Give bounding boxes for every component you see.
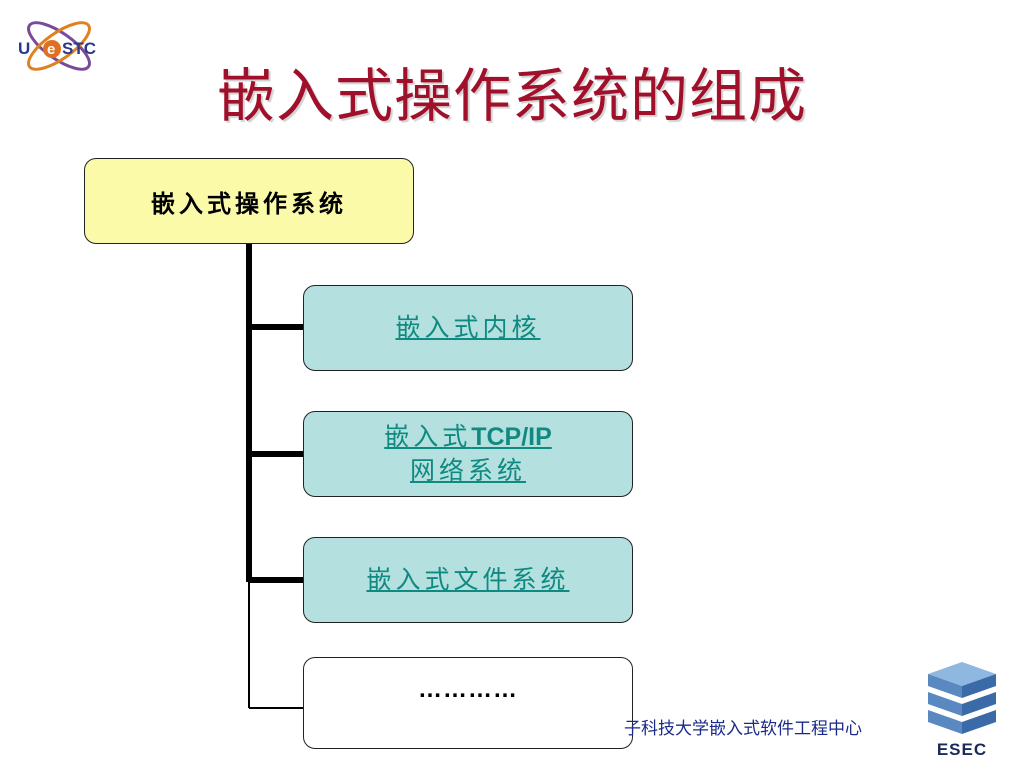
kernel-link[interactable]: 嵌入式内核 xyxy=(395,313,541,342)
tcpip-link-line2[interactable]: 网络系统 xyxy=(409,456,526,485)
svg-text:STC: STC xyxy=(62,39,96,58)
esec-logo-text: ESEC xyxy=(936,740,988,759)
tcpip-link-prefix: 嵌入式 xyxy=(384,422,472,451)
tcpip-link-latin: TCP/IP xyxy=(471,423,552,451)
filesystem-link[interactable]: 嵌入式文件系统 xyxy=(366,565,570,594)
svg-text:U: U xyxy=(18,39,30,58)
tree-node-kernel[interactable]: 嵌入式内核 xyxy=(303,285,633,371)
page-title: 嵌入式操作系统的组成 xyxy=(216,62,807,130)
tree-node-filesystem[interactable]: 嵌入式文件系统 xyxy=(303,537,633,623)
uestc-logo-icon: U e STC xyxy=(18,21,96,71)
more-ellipsis: ………… xyxy=(418,676,518,703)
esec-logo-icon xyxy=(928,662,996,734)
tree-root-node: 嵌入式操作系统 xyxy=(84,158,414,244)
tree-node-tcpip[interactable]: 嵌入式TCP/IP 网络系统 xyxy=(303,411,633,497)
footer-text: 子科技大学嵌入式软件工程中心 xyxy=(624,719,862,739)
svg-text:e: e xyxy=(47,41,55,58)
root-node-label: 嵌入式操作系统 xyxy=(151,188,347,218)
tcpip-link[interactable]: 嵌入式TCP/IP xyxy=(384,420,552,454)
tree-node-more: ………… xyxy=(303,657,633,749)
